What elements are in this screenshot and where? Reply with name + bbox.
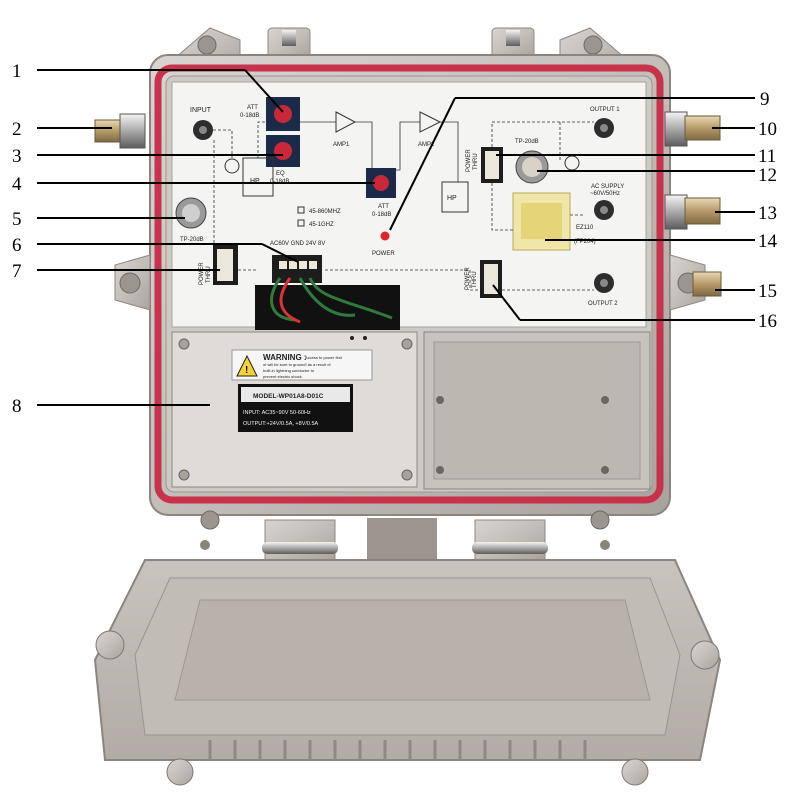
psu-cable-area (255, 285, 400, 330)
model-label (238, 384, 353, 432)
psu-input-spec: INPUT: AC35~90V 50-60Hz (243, 410, 311, 416)
power-thru-left-line2: THRU (206, 266, 212, 283)
callout-12: 12 (758, 165, 777, 186)
callout-14: 14 (758, 231, 778, 252)
hp-right-label: HP (447, 195, 457, 202)
warning-line2: of will be sure to ground! as a result o… (263, 362, 331, 367)
power-led-label: POWER (372, 251, 395, 257)
connector-output2 (692, 271, 722, 297)
svg-text:!: ! (245, 365, 248, 376)
callout-4: 4 (12, 174, 22, 195)
att1-label-line2: 0-18dB (240, 113, 259, 119)
ac-supply-label-line2: ~60V/50Hz (590, 191, 620, 197)
callout-15: 15 (758, 281, 777, 302)
connector-ac-supply (664, 194, 721, 230)
connector-label: AC60V GND 24V 8V (270, 241, 325, 247)
module-label-line1: EZ110 (576, 225, 594, 231)
model-name: MODEL-WP01A8-D01C (253, 393, 324, 400)
callout-1: 1 (12, 61, 22, 82)
leader-lines (37, 69, 755, 406)
eq-label-line1: EQ (276, 171, 285, 177)
att1-label-line1: ATT (247, 105, 258, 111)
warning-title: WARNING : (263, 353, 307, 362)
att2-label-line1: ATT (378, 204, 389, 210)
power-thru-bottom-line2: THRU (472, 271, 478, 288)
power-thru-bottom-line1: POWER (465, 267, 471, 290)
connector-output1 (664, 111, 721, 147)
hp-right-box (441, 181, 469, 213)
callout-7: 7 (12, 261, 22, 282)
callout-3: 3 (12, 146, 22, 167)
callout-2: 2 (12, 119, 22, 140)
callout-10: 10 (758, 119, 777, 140)
housing-lid (93, 559, 722, 786)
hp-left-label: HP (250, 178, 260, 185)
power-led (380, 231, 390, 241)
output2-label: OUTPUT 2 (588, 301, 618, 307)
band2-checkbox[interactable] (297, 219, 305, 227)
empty-compartment (423, 331, 651, 490)
power-thru-top-line2: THRU (473, 153, 479, 170)
tp-right-label: TP-20dB (515, 139, 539, 145)
amp1-label: AMP1 (333, 142, 350, 148)
band1-checkbox[interactable] (297, 206, 305, 214)
connector-input (94, 113, 146, 149)
psu-output-spec: OUTPUT:+24V/0.5A, +8V/0.5A (243, 421, 319, 427)
callout-8: 8 (12, 396, 22, 417)
red-gasket (154, 64, 664, 504)
power-thru-left[interactable] (213, 245, 238, 285)
output1-label: OUTPUT 1 (590, 107, 620, 113)
signal-paths (213, 121, 594, 291)
callout-5: 5 (12, 209, 22, 230)
warning-triangle-icon (236, 354, 258, 377)
tp-left-label: TP-20dB (180, 237, 204, 243)
band1-label: 45-860MHZ (309, 209, 341, 215)
callout-13: 13 (758, 203, 777, 224)
ac-supply-label-line1: AC SUPPLY (591, 184, 624, 190)
module-label-line2: (FP204) (574, 239, 596, 245)
input-label: INPUT (190, 107, 212, 114)
callout-11: 11 (758, 146, 776, 167)
band2-label: 45-1GHZ (309, 222, 334, 228)
hinges (200, 518, 610, 563)
callout-6: 6 (12, 235, 22, 256)
power-thru-left-line1: POWER (199, 262, 205, 285)
power-thru-top-line1: POWER (466, 149, 472, 172)
warning-line4: prevent electric shock. (263, 374, 303, 379)
power-thru-top[interactable] (481, 147, 503, 183)
att2-label-line2: 0-18dB (372, 212, 391, 218)
warning-line1: Access to power first (305, 355, 343, 360)
warning-label: ! (231, 349, 373, 381)
amp2-label: AMP2 (418, 142, 435, 148)
warning-line3: built-in lightning conductor to (263, 368, 315, 373)
callout-16: 16 (758, 311, 777, 332)
callout-9: 9 (760, 89, 770, 110)
